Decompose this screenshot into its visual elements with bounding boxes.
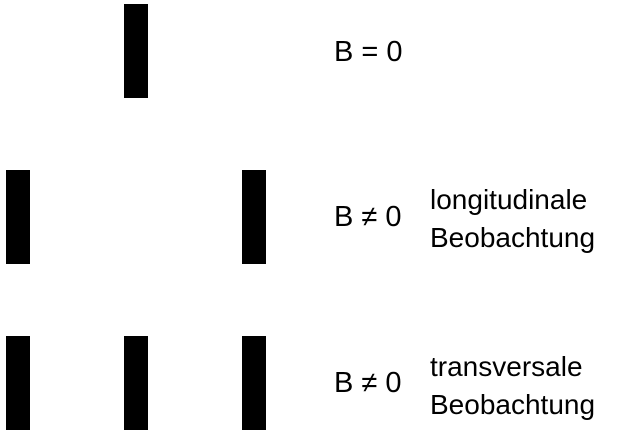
spectral-line-transverse-right [242,336,266,430]
spectral-line-longitudinal-right [242,170,266,264]
spectral-line-transverse-left [6,336,30,430]
observation-longitudinal-line2: Beobachtung [430,222,596,253]
spectral-line-longitudinal-left [6,170,30,264]
field-label-zero: B = 0 [334,36,403,68]
field-label-transverse: B ≠ 0 [334,367,402,399]
observation-transverse-line2: Beobachtung [430,389,596,420]
observation-label-longitudinal: longitudinale Beobachtung [430,181,595,257]
field-label-longitudinal: B ≠ 0 [334,201,402,233]
spectral-line-transverse-center [124,336,148,430]
spectral-line-unsplit [124,4,148,98]
observation-label-transverse: transversale Beobachtung [430,348,595,424]
observation-transverse-line1: transversale [430,351,583,382]
observation-longitudinal-line1: longitudinale [430,184,588,215]
